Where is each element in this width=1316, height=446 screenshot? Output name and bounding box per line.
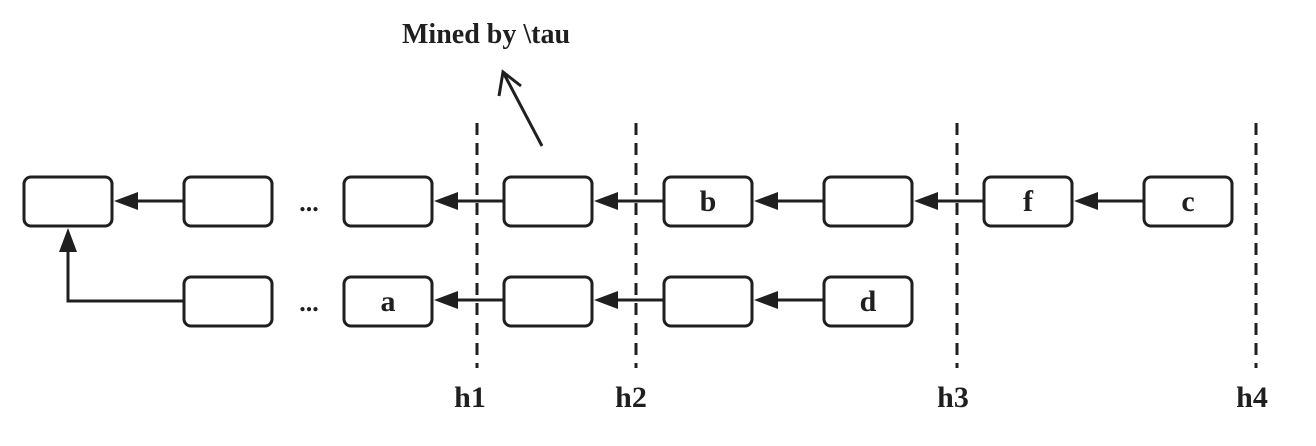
top-block-1 (182, 175, 274, 228)
bottom-arrow-3-to-2 (594, 291, 664, 309)
bottom-block-2 (502, 275, 594, 328)
block-label: f (1023, 185, 1034, 218)
top-block-3 (502, 175, 594, 228)
mined-by-annotation: Mined by \tau (402, 19, 570, 147)
top-arrow-3-to-2 (434, 192, 504, 210)
top-chain-ellipsis: ... (299, 188, 319, 217)
block-label: d (860, 285, 877, 318)
annotation-text: Mined by \tau (402, 19, 570, 50)
bottom-block-0 (182, 275, 274, 328)
bottom-arrow-2-to-1 (434, 291, 504, 309)
height-marker-h3-label: h3 (937, 381, 969, 414)
block-label: c (1181, 185, 1194, 218)
top-arrow-7-to-6 (1074, 192, 1144, 210)
top-arrow-1-to-0 (114, 192, 184, 210)
height-marker-h4-label: h4 (1236, 381, 1268, 414)
height-markers: h1 h2 h3 h4 (454, 123, 1268, 414)
bottom-block-4: d (822, 275, 914, 328)
block-label: b (700, 185, 717, 218)
top-arrow-4-to-3 (594, 192, 664, 210)
top-block-6: f (982, 175, 1074, 228)
top-arrow-5-to-4 (754, 192, 824, 210)
top-block-0 (22, 175, 114, 228)
top-block-5 (822, 175, 914, 228)
top-chain: ... b f c (22, 175, 1234, 228)
bottom-block-1: a (342, 275, 434, 328)
bottom-arrow-4-to-3 (754, 291, 824, 309)
annotation-arrow-shaft (501, 71, 544, 147)
top-block-2 (342, 175, 434, 228)
fork-arrow-to-genesis (59, 228, 184, 303)
top-arrow-6-to-5 (914, 192, 984, 210)
height-marker-h2-label: h2 (615, 381, 647, 414)
annotation-arrow-head (497, 69, 522, 97)
block-label: a (381, 285, 396, 318)
bottom-chain-ellipsis: ... (299, 288, 319, 317)
height-marker-h1-label: h1 (454, 381, 486, 414)
top-block-4: b (662, 175, 754, 228)
bottom-chain: ... a d (59, 228, 914, 328)
bottom-block-3 (662, 275, 754, 328)
top-block-7: c (1142, 175, 1234, 228)
